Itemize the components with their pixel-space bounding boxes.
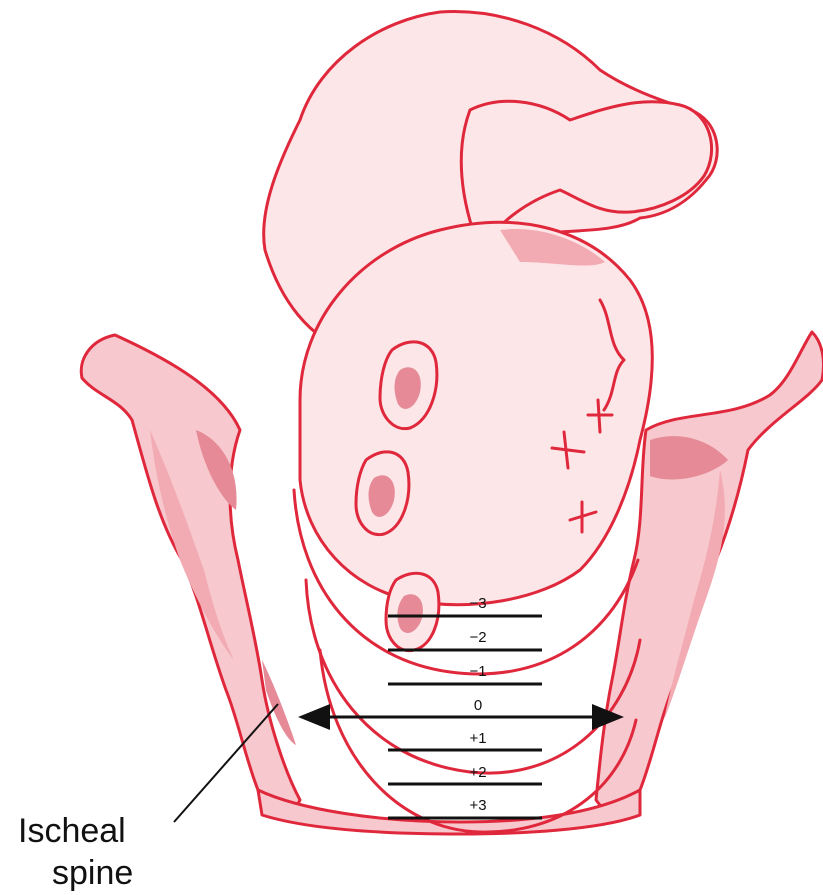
callout-label-line2: spine	[52, 854, 133, 892]
station-label: −3	[469, 595, 486, 612]
ear-icon	[386, 573, 439, 650]
station-label: +3	[469, 797, 486, 814]
pelvis-left	[81, 335, 300, 818]
arrow-left-icon	[298, 704, 330, 730]
station-label: +1	[469, 730, 486, 747]
interspinous-arrow	[298, 704, 624, 730]
station-label: +2	[469, 764, 486, 781]
station-label: −1	[469, 663, 486, 680]
station-label: 0	[474, 697, 482, 714]
fetal-head	[300, 222, 652, 604]
station-label: −2	[469, 629, 486, 646]
callout-label-line1: Ischeal	[18, 812, 126, 850]
